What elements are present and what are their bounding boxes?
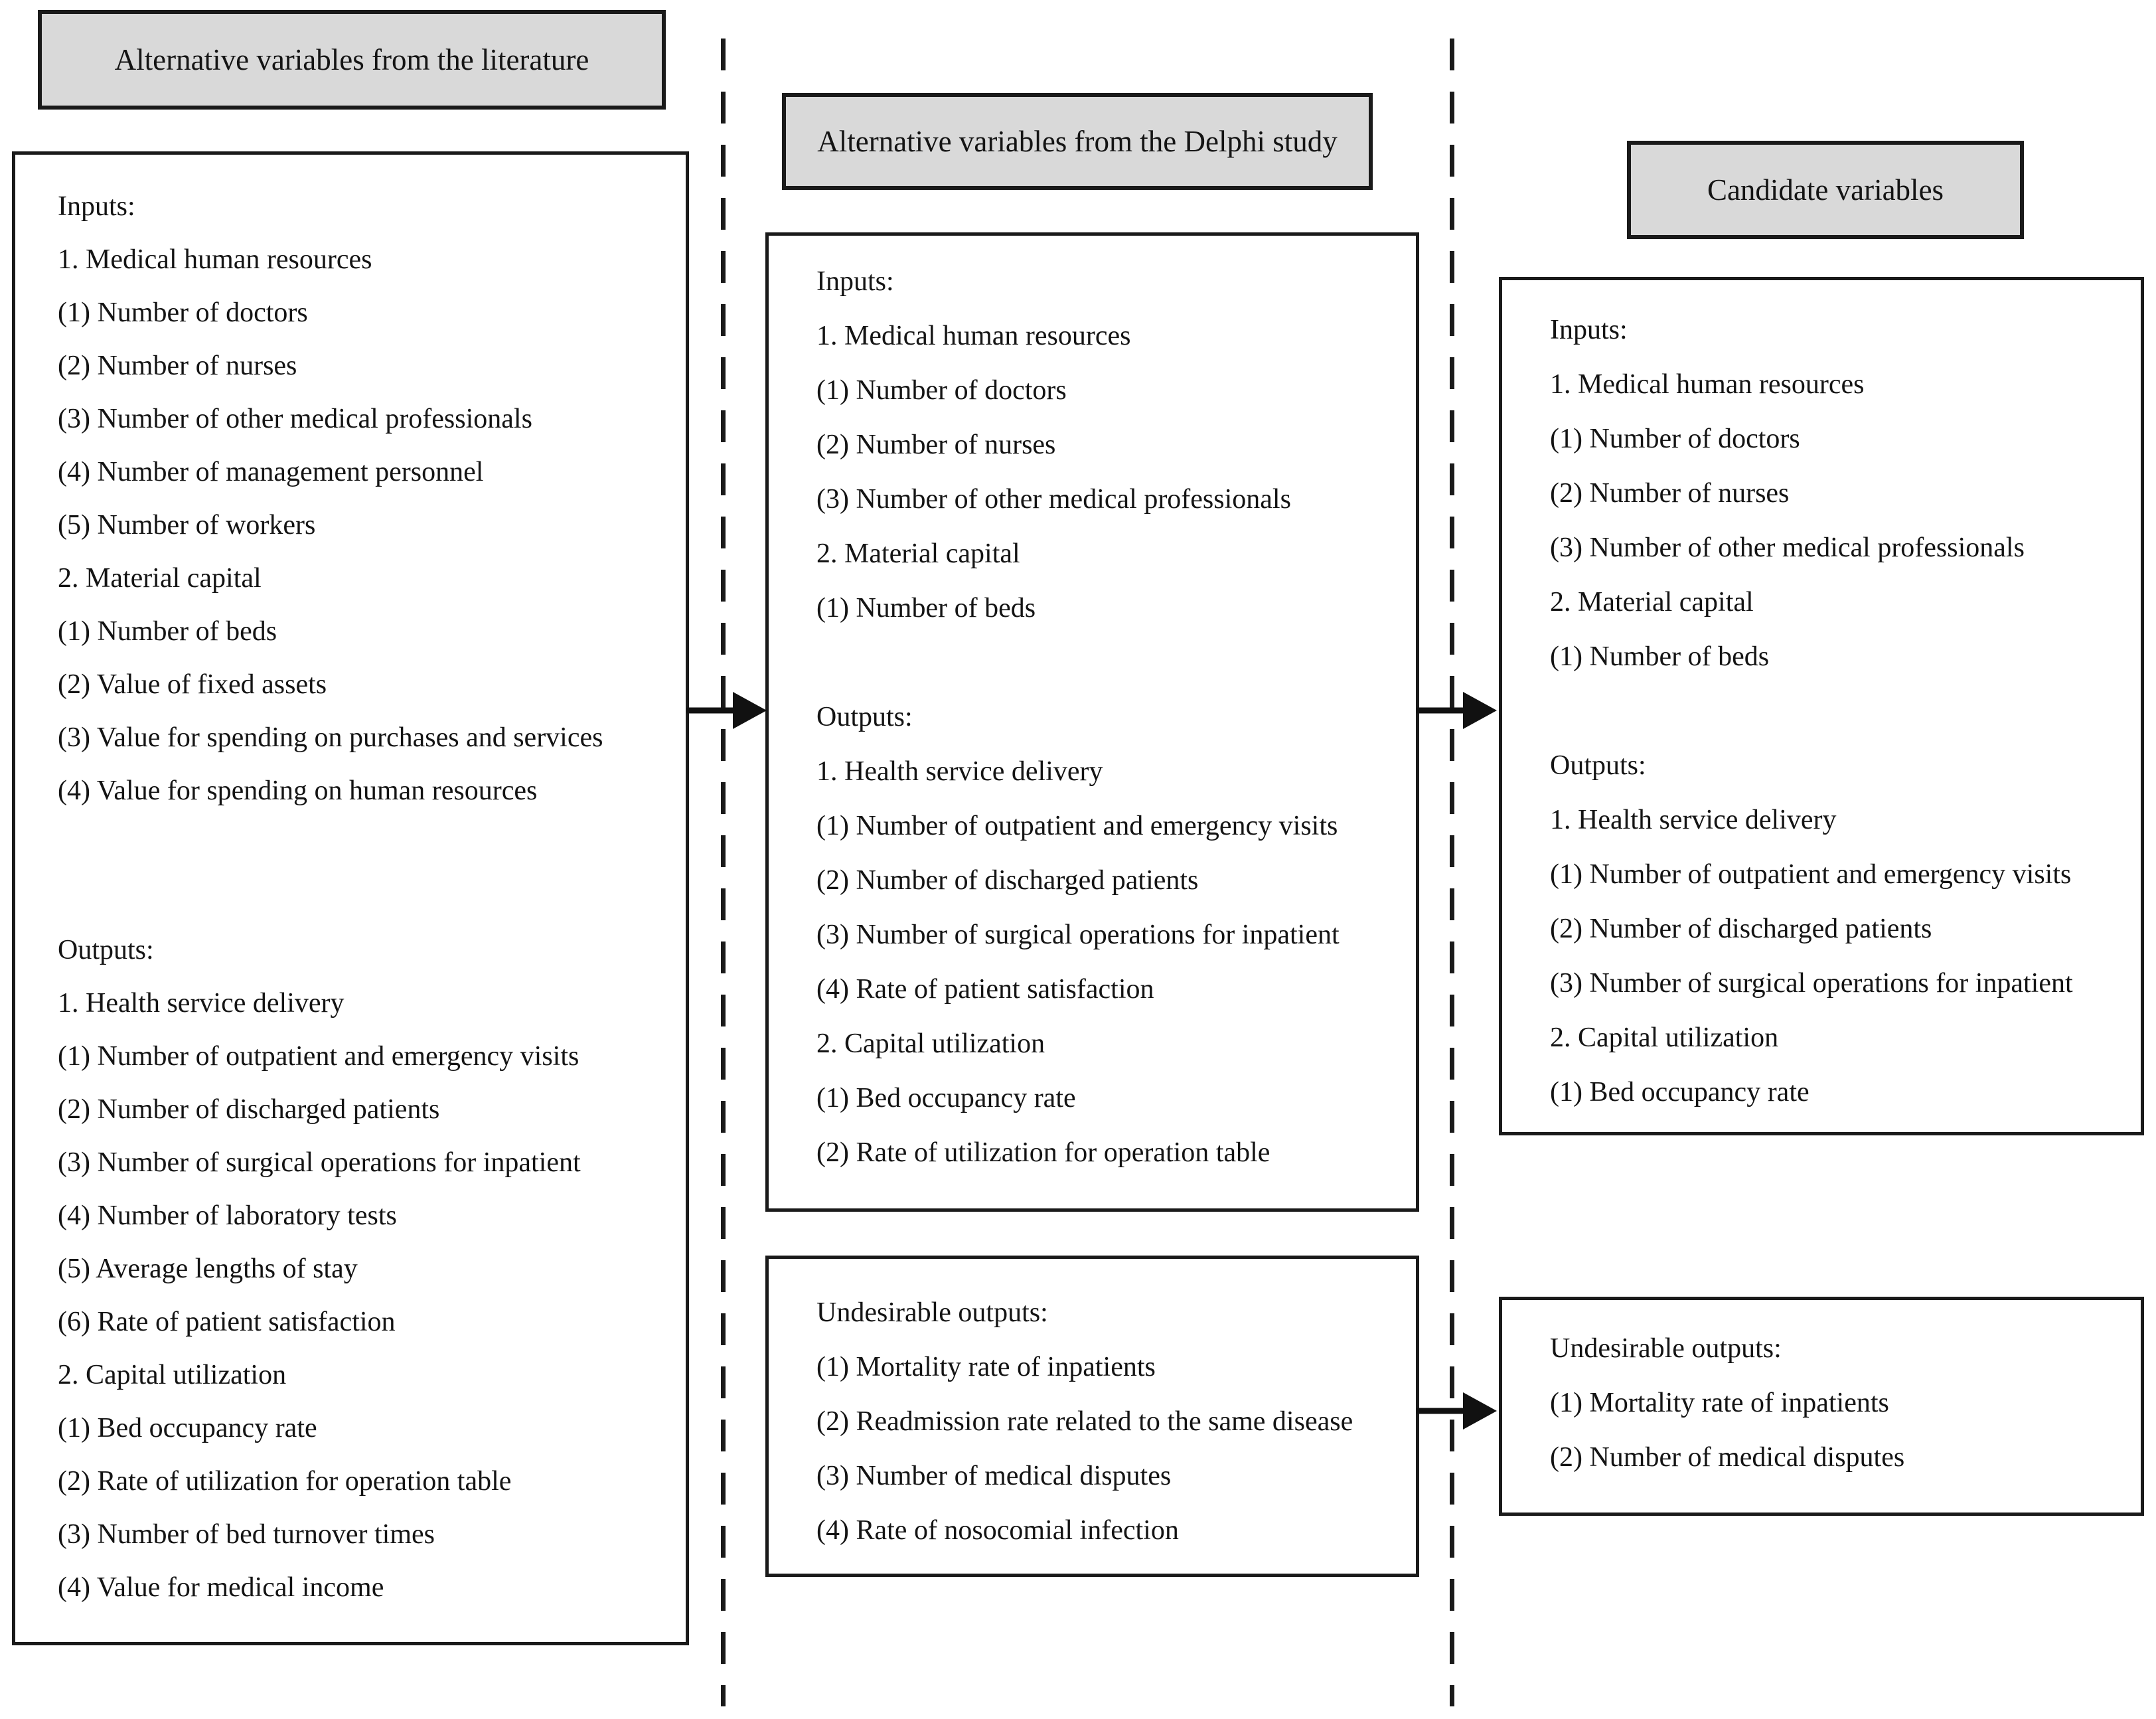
list-line: (3) Number of other medical professional… xyxy=(816,484,1291,515)
list-line: 2. Material capital xyxy=(816,538,1020,569)
list-line: (3) Number of surgical operations for in… xyxy=(816,920,1340,950)
list-line: (2) Number of medical disputes xyxy=(1550,1442,1905,1473)
literature-header: Alternative variables from the literatur… xyxy=(38,10,666,110)
list-line: (1) Number of beds xyxy=(58,616,277,647)
list-line: Inputs: xyxy=(58,191,135,222)
list-line: (1) Number of beds xyxy=(816,593,1036,623)
list-line: Outputs: xyxy=(58,935,154,965)
list-line: (4) Rate of patient satisfaction xyxy=(816,974,1154,1005)
literature-variables-box: Inputs: 1. Medical human resources (1) Num… xyxy=(12,151,689,1645)
arrow-delphi-to-candidate-icon xyxy=(1417,692,1497,729)
list-line: (1) Number of doctors xyxy=(816,375,1067,406)
list-line: Undesirable outputs: xyxy=(1550,1333,1782,1364)
list-line: (2) Number of nurses xyxy=(58,351,297,381)
list-line xyxy=(15,817,686,870)
list-line: (1) Bed occupancy rate xyxy=(58,1413,317,1443)
list-line: (2) Number of discharged patients xyxy=(58,1094,440,1125)
list-line: (4) Value for medical income xyxy=(58,1572,384,1603)
list-line: (3) Number of surgical operations for in… xyxy=(58,1147,581,1178)
list-line: Inputs: xyxy=(1550,315,1628,345)
list-line: Outputs: xyxy=(816,702,913,732)
list-line: Outputs: xyxy=(1550,750,1646,781)
list-line: 1. Health service delivery xyxy=(1550,805,1837,835)
list-line: (2) Number of discharged patients xyxy=(1550,914,1932,944)
list-line: (2) Rate of utilization for operation ta… xyxy=(816,1137,1270,1168)
divider-dashed-left xyxy=(721,39,726,1706)
list-line: (5) Number of workers xyxy=(58,510,316,540)
list-line: (3) Number of other medical professional… xyxy=(1550,532,2025,563)
list-line: (1) Bed occupancy rate xyxy=(816,1083,1076,1113)
list-line: (2) Readmission rate related to the same… xyxy=(816,1406,1353,1437)
list-line: Undesirable outputs: xyxy=(816,1297,1048,1328)
list-line: (6) Rate of patient satisfaction xyxy=(58,1307,396,1337)
delphi-undesirable-list: Undesirable outputs: (1) Mortality rate o… xyxy=(769,1285,1416,1558)
list-line: 1. Medical human resources xyxy=(58,244,372,275)
list-line: (2) Number of nurses xyxy=(1550,478,1790,509)
delphi-header: Alternative variables from the Delphi st… xyxy=(782,93,1373,190)
list-line: (1) Number of outpatient and emergency v… xyxy=(58,1041,579,1072)
list-line: 1. Medical human resources xyxy=(816,321,1131,351)
list-line: 1. Health service delivery xyxy=(58,988,345,1019)
list-line: 2. Capital utilization xyxy=(58,1360,287,1390)
list-line: 1. Medical human resources xyxy=(1550,369,1865,400)
candidate-undesirable-box: Undesirable outputs: (1) Mortality rate o… xyxy=(1499,1297,2144,1516)
list-line: (1) Number of beds xyxy=(1550,641,1770,672)
list-line: (1) Mortality rate of inpatients xyxy=(816,1352,1156,1382)
list-line: (3) Number of bed turnover times xyxy=(58,1519,435,1550)
list-line: (3) Number of medical disputes xyxy=(816,1461,1172,1491)
list-line: (1) Number of doctors xyxy=(1550,424,1800,454)
candidate-variables-list: Inputs: 1. Medical human resources (1) Num… xyxy=(1502,303,2141,1119)
list-line: (2) Number of discharged patients xyxy=(816,865,1199,896)
list-line: (4) Number of laboratory tests xyxy=(58,1200,397,1231)
literature-variables-list: Inputs: 1. Medical human resources (1) Num… xyxy=(15,180,686,1614)
candidate-undesirable-list: Undesirable outputs: (1) Mortality rate o… xyxy=(1502,1321,2141,1485)
divider-dashed-right xyxy=(1450,39,1454,1706)
list-line: (3) Number of other medical professional… xyxy=(58,404,532,434)
list-line: (1) Bed occupancy rate xyxy=(1550,1077,1810,1107)
list-line: (4) Rate of nosocomial infection xyxy=(816,1515,1179,1546)
list-line: (2) Value of fixed assets xyxy=(58,669,327,700)
arrow-delphi-undesirable-to-candidate-undesirable-icon xyxy=(1417,1392,1497,1430)
list-line: 2. Material capital xyxy=(58,563,262,594)
list-line: (4) Value for spending on human resource… xyxy=(58,776,538,806)
arrow-literature-to-delphi-icon xyxy=(686,692,767,729)
list-line: (3) Value for spending on purchases and … xyxy=(58,722,603,753)
list-line: (1) Number of outpatient and emergency v… xyxy=(1550,859,2072,890)
list-line xyxy=(1502,684,2141,738)
list-line: (4) Number of management personnel xyxy=(58,457,484,487)
list-line: (1) Mortality rate of inpatients xyxy=(1550,1388,1889,1418)
list-line: Inputs: xyxy=(816,266,894,297)
list-line: (5) Average lengths of stay xyxy=(58,1254,358,1284)
delphi-variables-box: Inputs: 1. Medical human resources (1) Num… xyxy=(765,232,1419,1212)
list-line: (1) Number of doctors xyxy=(58,297,308,328)
list-line xyxy=(769,635,1416,690)
delphi-undesirable-box: Undesirable outputs: (1) Mortality rate o… xyxy=(765,1256,1419,1577)
list-line: (1) Number of outpatient and emergency v… xyxy=(816,811,1338,841)
list-line: 2. Material capital xyxy=(1550,587,1754,617)
candidate-variables-box: Inputs: 1. Medical human resources (1) Num… xyxy=(1499,277,2144,1135)
list-line: (3) Number of surgical operations for in… xyxy=(1550,968,2073,999)
list-line: 2. Capital utilization xyxy=(816,1028,1045,1059)
list-line: (2) Number of nurses xyxy=(816,430,1056,460)
list-line xyxy=(15,870,686,924)
candidate-header: Candidate variables xyxy=(1627,141,2024,239)
list-line: (2) Rate of utilization for operation ta… xyxy=(58,1466,512,1497)
list-line: 1. Health service delivery xyxy=(816,756,1103,787)
list-line: 2. Capital utilization xyxy=(1550,1023,1779,1053)
delphi-variables-list: Inputs: 1. Medical human resources (1) Num… xyxy=(769,254,1416,1180)
